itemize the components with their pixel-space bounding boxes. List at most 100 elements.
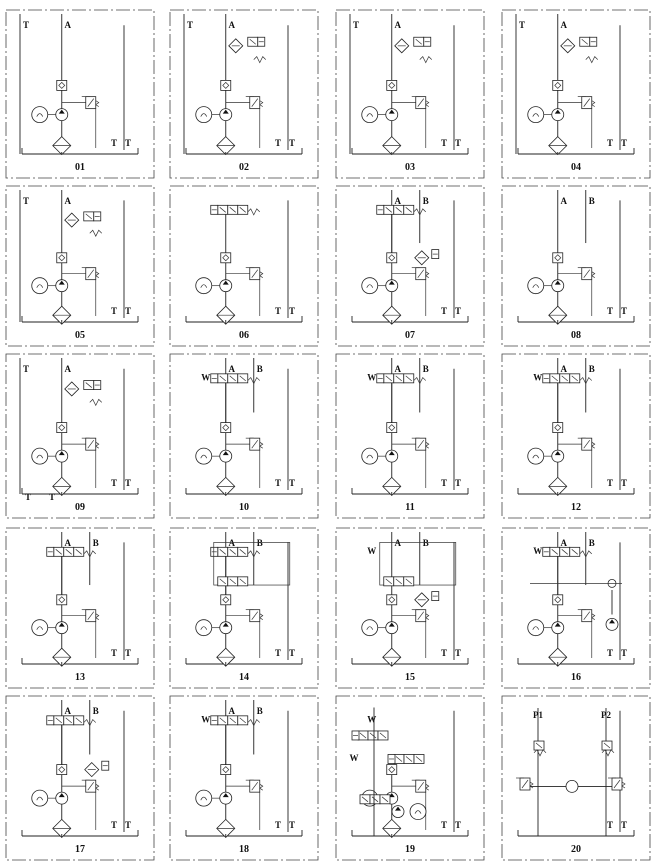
port-b-label: B [93,538,99,548]
motor-symbol [195,619,213,637]
spring-symbol [419,56,433,64]
motor-symbol [31,789,49,807]
motor-symbol [409,803,427,820]
check-valve-diamond [58,424,66,432]
check-valve-diamond [222,424,230,432]
pump-symbol [391,805,405,818]
relief-arrow [583,439,591,449]
port-a-label: A [229,20,236,30]
valve-flow-arrow [55,549,62,555]
relief-spring [259,100,264,107]
check-valve-symbol [386,594,398,606]
spring-symbol [247,208,261,216]
check-valve-diamond [388,596,396,604]
motor-symbol [527,106,545,124]
valve-flow-arrow [571,375,578,382]
valve-flow-arrow [551,549,558,555]
check-valve-symbol [220,252,232,264]
port-a-label: A [229,538,236,548]
check-valve-symbol [552,252,564,264]
motor-symbol [527,619,545,637]
valve-flow-arrow [75,717,82,724]
panel-number: 11 [405,502,414,513]
port-a-label: A [65,20,72,30]
panel-frame [5,527,155,689]
relief-spring [591,613,596,620]
spring-symbol [579,550,593,558]
tank-port-label: T [621,478,627,488]
pump-arrow [395,806,401,811]
valve-flow-arrow [395,578,402,585]
valve-flow-arrow [535,742,543,749]
relief-spring [95,271,100,278]
port-b-label: B [589,196,595,206]
check-valve-diamond [554,424,562,432]
motor-symbol [361,277,379,295]
valve-flow-arrow [75,549,82,555]
tank-port-label: T [289,820,295,830]
pump-arrow [58,451,65,456]
tank-port-label: T [455,648,461,658]
spring-symbol [247,376,261,385]
check-valve-symbol [56,594,68,606]
tank-port-label: T [25,492,31,502]
tank-port-label: T [125,820,131,830]
check-valve-diamond [554,81,562,89]
valve-flow-arrow [239,207,246,213]
valve-flow-arrow [405,578,412,585]
valve-flow-arrow [551,375,558,382]
panel-frame [169,695,319,861]
top-tank-label: T [23,196,29,206]
pump-arrow [222,109,229,114]
relief-spring [425,271,430,278]
tank-port-label: T [111,306,117,316]
tank-port-label: T [111,478,117,488]
panel-number: 09 [75,502,85,513]
panel-number: 02 [239,162,249,173]
relief-arrow [87,439,95,449]
port-b-label: B [93,706,99,716]
tank-port-label: T [111,138,117,148]
valve-flow-arrow [359,732,367,739]
valve-flow-arrow [239,549,246,555]
motor-symbol [195,106,213,124]
top-tank-label: T [187,20,193,30]
check-valve-diamond [58,81,66,89]
pump-arrow [388,451,395,456]
check-valve-symbol [220,594,232,606]
motor-symbol [527,277,545,295]
tank-port-label: T [289,138,295,148]
motor-mark [366,113,374,117]
spring-symbol [533,749,547,757]
motor-mark [532,626,540,630]
panel-number: 07 [405,330,415,341]
valve-flow-arrow [85,213,92,220]
motor-mark [200,454,208,459]
valve-flow-arrow [415,38,422,45]
valve-flow-arrow [229,549,236,555]
port-b-label: B [257,538,263,548]
panel-number: 03 [405,162,415,173]
valve-flow-arrow [385,207,392,213]
valve-flow-arrow [415,756,423,762]
tank-port-label: T [275,648,281,658]
relief-arrow [417,781,425,791]
port-a-label: A [65,538,72,548]
valve-flow-arrow [395,207,402,213]
motor-mark [200,796,208,801]
motor-symbol [195,277,213,295]
check-valve-diamond [222,254,230,262]
check-valve-diamond [554,596,562,604]
pump-arrow [554,280,561,285]
valve-flow-arrow [219,717,226,724]
relief-arrow [251,611,259,620]
valve-flow-arrow [395,375,402,382]
panel-number: 16 [571,672,581,683]
solenoid-w-label: W [533,373,542,383]
motor-mark [36,626,44,630]
panel-frame [335,353,485,519]
motor-symbol [31,447,49,465]
tank-port-label: T [441,306,447,316]
